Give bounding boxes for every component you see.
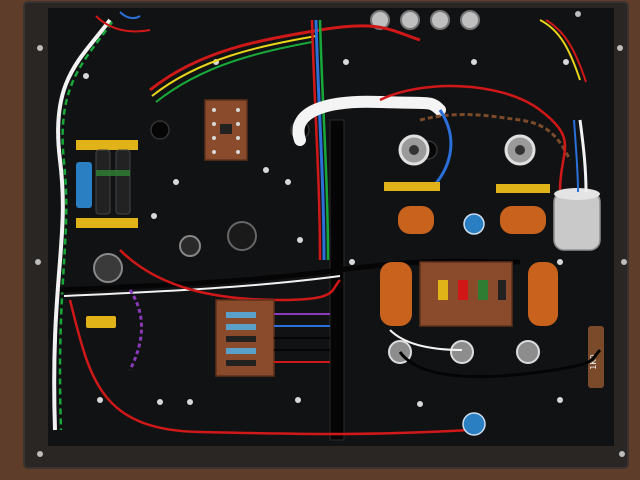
- standoff: [297, 237, 303, 243]
- wire-red-right-top: [379, 84, 567, 191]
- standoff: [157, 399, 163, 405]
- wire-red-vertical: [310, 19, 322, 261]
- right-board-components: [438, 280, 506, 300]
- rca-jack: [400, 10, 420, 30]
- standoffs: [83, 59, 569, 407]
- cap-yellow-bottom-left: [86, 316, 116, 328]
- standoff: [417, 401, 423, 407]
- socket-group-right-top: [398, 134, 536, 166]
- wire-yellow-top: [151, 35, 317, 97]
- cap-silver-top: [554, 188, 600, 200]
- wire-white-harness: [52, 18, 112, 431]
- standoff: [349, 259, 355, 265]
- wire-blue-right-short: [573, 119, 579, 193]
- wire-red-bottom-loop: [68, 299, 471, 436]
- standoff: [285, 179, 291, 185]
- rca-jack: [430, 10, 450, 30]
- standoff: [151, 213, 157, 219]
- lug-strip-right-b: [496, 184, 550, 193]
- standoff: [295, 397, 301, 403]
- input-jacks: [370, 10, 480, 30]
- small-component: [220, 124, 232, 134]
- bottom-board-components: [226, 312, 256, 366]
- wire-yellow-topright: [539, 19, 581, 81]
- wire-brown-twist: [419, 113, 572, 161]
- rca-jack: [370, 10, 390, 30]
- cap-blue-left: [76, 162, 92, 208]
- wire-red-topleft: [95, 15, 151, 33]
- wire-white-middle: [63, 275, 341, 297]
- standoff: [563, 59, 569, 65]
- tube-socket: [93, 253, 123, 283]
- cap-black-left-1: [95, 149, 111, 215]
- wire-red-topright: [545, 19, 587, 83]
- standoff: [557, 259, 563, 265]
- wire-green-top: [155, 41, 313, 103]
- tube-socket: [179, 235, 201, 257]
- screw: [37, 451, 43, 457]
- screw: [617, 45, 623, 51]
- standoff: [83, 73, 89, 79]
- cap-orange-4: [528, 262, 558, 326]
- cap-orange-3: [380, 262, 412, 326]
- wire-purple: [128, 289, 144, 371]
- standoff: [343, 59, 349, 65]
- screw: [35, 259, 41, 265]
- cap-orange-1: [398, 206, 434, 234]
- blue-pot-bottom: [462, 412, 486, 436]
- screw: [575, 11, 581, 17]
- tube-socket-center: [515, 145, 525, 155]
- center-bracket: [329, 119, 345, 441]
- standoff: [557, 397, 563, 403]
- cap-black-left-2: [115, 149, 131, 215]
- wire-blue-vertical: [314, 19, 326, 261]
- wire-green-harness: [58, 21, 114, 431]
- rca-jack: [460, 10, 480, 30]
- standoff: [471, 59, 477, 65]
- resistor-label: 1K0: [589, 354, 598, 369]
- bottom-board-wires: [274, 313, 330, 363]
- lug-strip-top-left: [76, 140, 138, 150]
- screw: [619, 451, 625, 457]
- standoff: [263, 167, 269, 173]
- cap-label-strip: [96, 170, 130, 176]
- tube-socket-center: [409, 145, 419, 155]
- screw: [621, 259, 627, 265]
- wire-green-vertical: [318, 19, 330, 261]
- top-board-lugs: [212, 108, 240, 154]
- socket-group-left: [93, 221, 257, 283]
- screw: [37, 45, 43, 51]
- wire-white-right: [578, 119, 588, 193]
- hole: [150, 120, 170, 140]
- tube-socket: [227, 221, 257, 251]
- white-sleeve: [292, 95, 446, 146]
- tube-socket: [516, 340, 540, 364]
- wire-blue-topleft: [119, 11, 141, 20]
- cap-orange-2: [500, 206, 546, 234]
- wire-black-bottom-right: [398, 348, 602, 379]
- lug-strip-right-a: [384, 182, 440, 191]
- blue-pot-top: [463, 213, 485, 235]
- tube-socket: [450, 340, 474, 364]
- wire-white-bottom-right: [389, 329, 463, 351]
- standoff: [173, 179, 179, 185]
- cap-silver: [553, 191, 601, 251]
- frame-screws: [35, 11, 627, 457]
- lug-strip-bottom-left: [76, 218, 138, 228]
- standoff: [187, 399, 193, 405]
- standoff: [97, 397, 103, 403]
